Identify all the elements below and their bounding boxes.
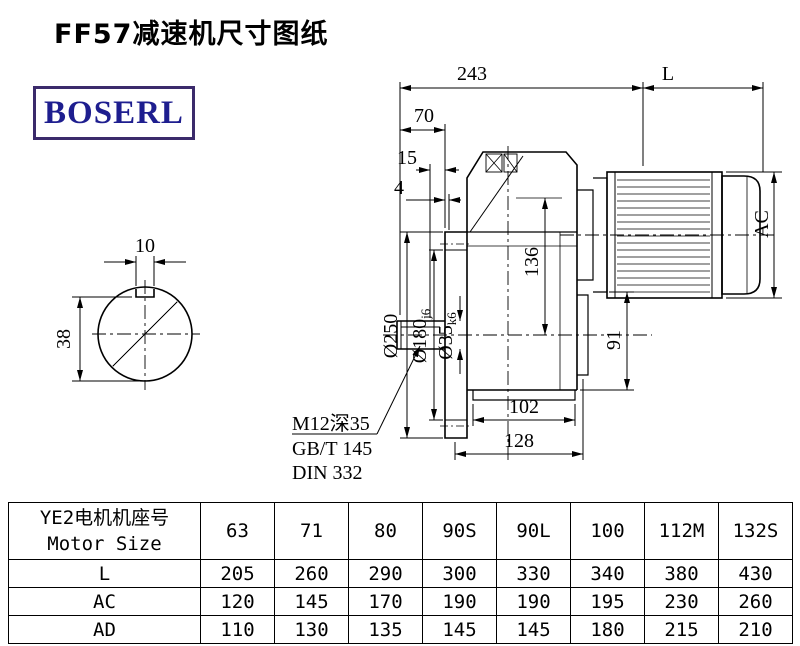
gear-housing	[466, 151, 589, 401]
note-tapped-hole: M12深35	[292, 412, 370, 435]
page-title: FF57减速机尺寸图纸	[54, 19, 329, 50]
table-cell: 300	[422, 559, 497, 588]
motor-size-table-wrap: YE2电机机座号 Motor Size 63 71 80 90S 90L 100…	[8, 502, 793, 644]
brand-logo-text: BOSERL	[44, 94, 184, 131]
dim-d35: Ø35k6	[435, 312, 459, 360]
table-header-en: Motor Size	[47, 533, 162, 555]
note-gb-standard: GB/T 145	[292, 438, 372, 460]
dim-10: 10	[135, 235, 155, 257]
fan-cover	[721, 175, 761, 295]
table-cell: 430	[718, 559, 793, 588]
dimension-drawing: 243 L 70 15 4 AC Ø250 Ø180j6 Ø35k6 136 9…	[53, 63, 782, 484]
dim-91: 91	[603, 330, 625, 350]
dim-AC: AC	[751, 210, 773, 238]
dim-d250: Ø250	[380, 314, 402, 358]
motor-size-table: YE2电机机座号 Motor Size 63 71 80 90S 90L 100…	[8, 502, 793, 644]
dim-102: 102	[509, 396, 539, 418]
main-centerlines	[383, 146, 775, 462]
dim-136: 136	[521, 247, 543, 277]
bottom-pad	[472, 390, 576, 401]
bolt-section-right	[503, 153, 518, 173]
table-cell: 90L	[496, 502, 571, 560]
table-cell: 205	[200, 559, 275, 588]
table-cell: 195	[570, 587, 645, 616]
table-cell: 145	[496, 615, 571, 644]
table-cell: 63	[200, 502, 275, 560]
brand-logo: BOSERL	[33, 86, 195, 140]
table-cell: 190	[496, 587, 571, 616]
dim-15: 15	[397, 147, 417, 169]
bolt-section-left	[485, 153, 503, 173]
table-row: AD 110 130 135 145 145 180 215 210	[8, 615, 793, 644]
row-label: AD	[8, 615, 201, 644]
note-din-standard: DIN 332	[292, 462, 363, 484]
table-cell: 230	[644, 587, 719, 616]
table-cell: 215	[644, 615, 719, 644]
table-cell: 260	[718, 587, 793, 616]
dimension-lines	[72, 82, 782, 460]
table-cell: 132S	[718, 502, 793, 560]
table-header-row: YE2电机机座号 Motor Size 63 71 80 90S 90L 100…	[8, 502, 793, 560]
table-cell: 145	[422, 615, 497, 644]
table-cell: 130	[274, 615, 349, 644]
table-row: AC 120 145 170 190 190 195 230 260	[8, 587, 793, 616]
dim-243: 243	[457, 63, 487, 85]
dim-d180: Ø180j6	[409, 308, 433, 363]
table-cell: 90S	[422, 502, 497, 560]
table-cell: 260	[274, 559, 349, 588]
shaft-end-view	[92, 280, 200, 390]
table-header-motor-size: YE2电机机座号 Motor Size	[8, 502, 201, 560]
dim-70: 70	[414, 105, 434, 127]
row-label: AC	[8, 587, 201, 616]
motor-fins	[617, 179, 710, 293]
table-cell: 120	[200, 587, 275, 616]
table-cell: 380	[644, 559, 719, 588]
table-cell: 100	[570, 502, 645, 560]
dim-4: 4	[394, 177, 404, 199]
row-label: L	[8, 559, 201, 588]
gearbox-main-view	[383, 146, 775, 462]
table-cell: 340	[570, 559, 645, 588]
table-cell: 290	[348, 559, 423, 588]
table-cell: 145	[274, 587, 349, 616]
keyway-slot	[135, 289, 155, 298]
dimension-labels: 243 L 70 15 4 AC Ø250 Ø180j6 Ø35k6 136 9…	[53, 63, 773, 484]
table-cell: 112M	[644, 502, 719, 560]
centerlines	[92, 280, 200, 390]
table-cell: 135	[348, 615, 423, 644]
table-cell: 80	[348, 502, 423, 560]
table-header-cn: YE2电机机座号	[39, 507, 170, 529]
dim-128: 128	[504, 430, 534, 452]
dim-L: L	[662, 63, 674, 85]
table-cell: 210	[718, 615, 793, 644]
dim-38: 38	[53, 329, 75, 349]
table-cell: 71	[274, 502, 349, 560]
table-cell: 330	[496, 559, 571, 588]
table-cell: 170	[348, 587, 423, 616]
table-cell: 110	[200, 615, 275, 644]
mounting-flange	[440, 231, 472, 439]
table-cell: 190	[422, 587, 497, 616]
table-row: L 205 260 290 300 330 340 380 430	[8, 559, 793, 588]
table-cell: 180	[570, 615, 645, 644]
